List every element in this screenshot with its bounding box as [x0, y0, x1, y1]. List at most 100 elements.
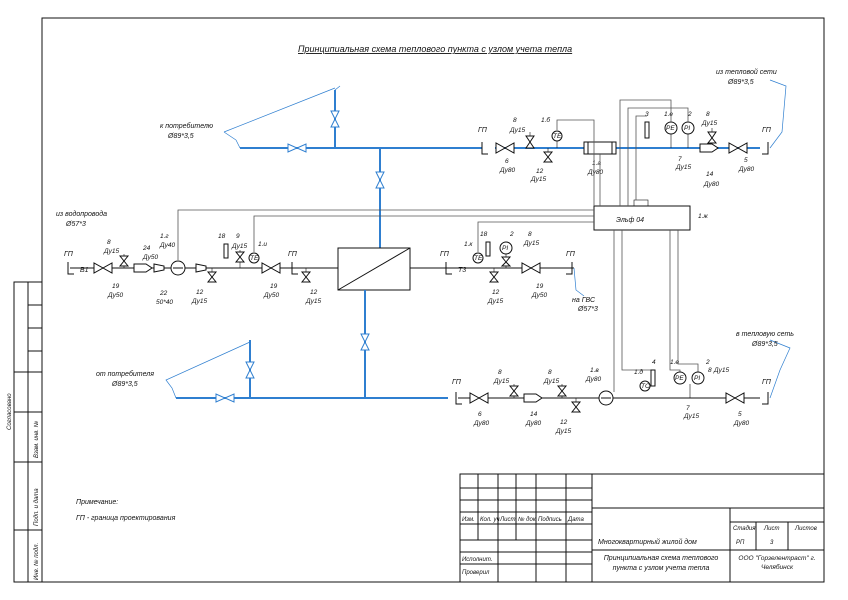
valve-6-lower — [469, 392, 489, 404]
mark-8-lower-r: 8 — [708, 367, 712, 374]
mark-1zh: 1.ж — [698, 213, 708, 220]
label-from-heat-net: из тепловой сети — [716, 68, 777, 76]
gp-lower-right: ГП — [762, 379, 772, 386]
mark-du15-upper-r: Ду15 — [701, 120, 718, 127]
label-from-consumer: от потребителя — [96, 370, 154, 378]
upper-left-valve — [287, 143, 307, 153]
mark-12-mid: 12 — [196, 289, 204, 296]
diagram-title: Принципиальная схема теплового пункта с … — [298, 44, 572, 54]
note-text: ГП - граница проектирования — [76, 515, 176, 522]
mark-du15-mid: Ду15 — [103, 248, 120, 255]
mark-pi-lower: PI — [694, 375, 700, 382]
side-agreed: Согласовано — [7, 393, 13, 430]
label-v1: В1 — [80, 267, 89, 274]
mark-24: 24 — [142, 245, 151, 252]
mark-19-mid: 19 — [112, 283, 120, 290]
mark-du80-lower: Ду80 — [473, 420, 490, 427]
mark-du50-24: Ду50 — [142, 254, 159, 261]
valve-lower-left — [215, 393, 235, 403]
side-inv-podl: Инв. № подл. — [33, 543, 40, 580]
mark-5040: 50*40 — [156, 299, 173, 306]
mark-du80-upper-14: Ду80 — [703, 181, 720, 188]
mark-5-lower: 5 — [738, 411, 742, 418]
mark-12-upper: 12 — [536, 168, 544, 175]
mark-12-lower: 12 — [560, 419, 568, 426]
mark-du15-lower: Ду15 — [493, 378, 510, 385]
tb-developed: Исполнит. — [462, 557, 492, 563]
mark-pi-upper: PI — [684, 125, 690, 132]
mark-du15-gvs: Ду15 — [487, 298, 504, 305]
flow-meter-1a — [583, 141, 617, 155]
mark-du80-upper-5: Ду80 — [738, 166, 755, 173]
label-from-water-size: Ø57*3 — [65, 221, 86, 228]
mark-8-lower-b: 8 — [548, 369, 552, 376]
pi-gauge-lower — [691, 371, 705, 385]
heat-exchanger-block — [337, 148, 411, 398]
mark-12-gvs: 12 — [492, 289, 500, 296]
mark-7-lower: 7 — [686, 405, 690, 412]
mark-1d: 1.д — [634, 368, 643, 376]
strainer-24 — [133, 263, 153, 273]
mark-8-mid: 8 — [107, 239, 111, 246]
mark-te-gvs: ТЕ — [474, 255, 483, 262]
side-sign-date: Подп. и дата — [34, 488, 40, 526]
label-to-consumer: к потребителю — [160, 122, 214, 130]
gp-mid-right: ГП — [440, 251, 450, 258]
valve-central-lower — [360, 333, 370, 351]
gp-upper-right: ГП — [762, 127, 772, 134]
mark-19-mid-b: 19 — [270, 283, 278, 290]
title-block: Изм. Кол. уч Лист № док. Подпись Дата Ис… — [459, 473, 825, 583]
middle-pipeline: из водопровода Ø57*3 ГП В1 8 Ду15 19 Ду5… — [56, 210, 598, 313]
valve-lower-vertical — [245, 361, 255, 379]
mark-8-upper-r: 8 — [706, 111, 710, 118]
tb-col-date: Дата — [567, 517, 584, 523]
mark-1a-upper: 1.а — [592, 160, 601, 167]
mark-du80-lower-5: Ду80 — [733, 420, 750, 427]
mark-du15-mid-r: Ду15 — [523, 240, 540, 247]
mark-22: 22 — [159, 290, 168, 297]
mark-5-upper: 5 — [744, 157, 748, 164]
side-inv-zam: Взам. инв. № — [33, 420, 40, 458]
mark-9: 9 — [236, 233, 240, 240]
mark-tc-lower: ТС — [641, 383, 650, 390]
gp-mid-left: ГП — [64, 251, 74, 258]
upper-vertical-valve — [330, 110, 340, 128]
label-from-water: из водопровода — [56, 210, 107, 218]
mark-1v: 1.в — [590, 367, 599, 374]
side-stamp: Согласовано Взам. инв. № Подп. и дата Ин… — [7, 281, 43, 583]
mark-2-mid: 2 — [509, 231, 514, 238]
tb-col-list: Лист — [499, 517, 515, 523]
tb-col-izm: Изм. — [462, 517, 475, 523]
mark-2-upper: 2 — [687, 111, 692, 118]
mark-du15-lower-12: Ду15 — [555, 428, 572, 435]
mark-du15-lower-b: Ду15 — [543, 378, 560, 385]
label-gvs: на ГВС — [572, 297, 596, 304]
tc-sensor-lower — [639, 380, 651, 392]
mark-du15-upper: Ду15 — [509, 127, 526, 134]
label-gvs-size: Ø57*3 — [577, 306, 598, 313]
tb-stage: РП — [736, 540, 745, 546]
mark-du15-mid-c: Ду15 — [305, 298, 322, 305]
mark-du80-lower-1v: Ду80 — [585, 376, 602, 383]
mark-2-lower: 2 — [705, 359, 710, 366]
mark-4-lower: 4 — [652, 359, 656, 366]
mark-du15-9: Ду15 — [231, 243, 248, 250]
mark-du80-upper-b: Ду80 — [587, 169, 604, 176]
label-to-heat-net: в тепловую сеть — [736, 331, 794, 338]
mark-du15-lower-7: Ду15 — [683, 413, 700, 420]
mark-1b: 1.б — [541, 116, 550, 124]
mark-19-gvs: 19 — [536, 283, 544, 290]
label-t3: Т3 — [458, 267, 466, 274]
mark-du15-mid-12: Ду15 — [191, 298, 208, 305]
mark-1g: 1.г — [160, 233, 169, 240]
mark-du50-mid-b: Ду50 — [263, 292, 280, 299]
upper-pipeline: к потребителю Ø89*3,5 ГП 8 Ду15 6 Ду80 1… — [160, 68, 787, 188]
mark-6-lower: 6 — [478, 411, 482, 418]
mark-1k: 1.к — [464, 241, 473, 248]
mark-du80-upper: Ду80 — [499, 167, 516, 174]
tb-stage-h: Стадия — [733, 526, 756, 532]
elf-label: Эльф 04 — [616, 217, 644, 224]
valve-19-left — [93, 262, 113, 274]
mark-3-upper: 3 — [645, 111, 649, 118]
